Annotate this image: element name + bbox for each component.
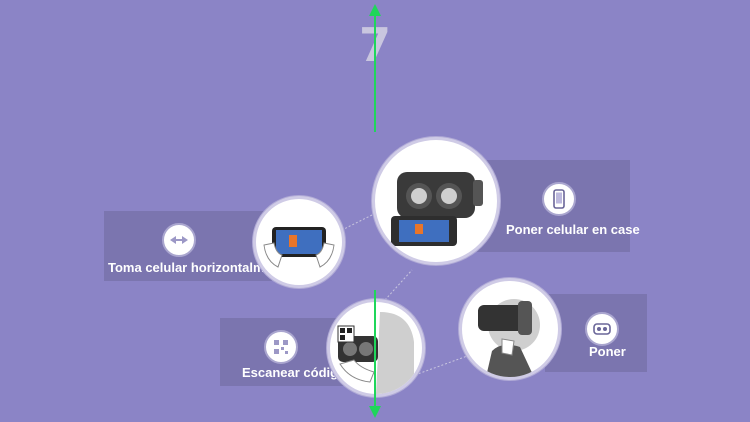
step-number: 7: [358, 18, 391, 72]
phone-icon: [542, 182, 576, 216]
step-rotate-label: Toma celular horizontalmente: [108, 260, 292, 275]
step-rotate-panel: Toma celular horizontalmente: [104, 211, 291, 281]
step-insert-illustration: [372, 137, 500, 265]
step-scan-illustration: [327, 299, 425, 397]
step-insert-label: Poner celular en case: [506, 222, 640, 237]
step-rotate-illustration: [253, 196, 345, 288]
qr-code-icon: [264, 330, 298, 364]
step-wear-label: Poner: [589, 344, 626, 359]
step-scan-label: Escanear código: [242, 365, 347, 380]
step-wear-panel: Poner: [545, 294, 647, 372]
vr-headset-icon: [585, 312, 619, 346]
horizontal-arrows-icon: [162, 223, 196, 257]
step-wear-illustration: [459, 278, 561, 380]
step-scan-panel: Escanear código: [220, 318, 350, 386]
